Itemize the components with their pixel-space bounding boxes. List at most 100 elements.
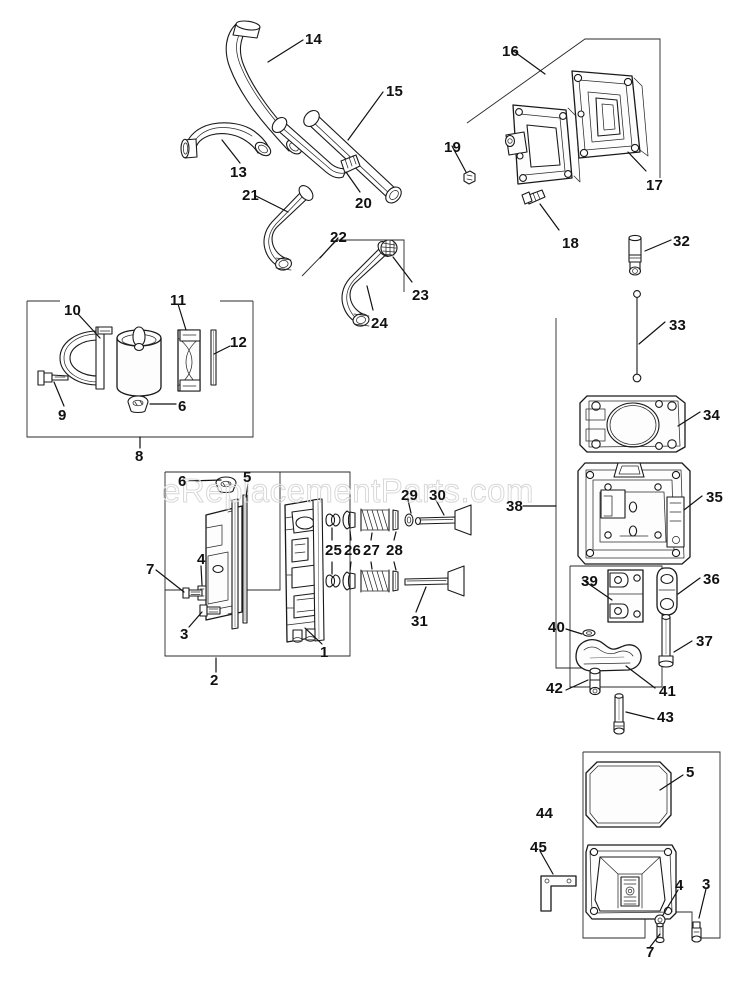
- part-valve-guide-28-top: [392, 509, 399, 531]
- part-bolt-7-lower: [655, 922, 665, 944]
- callout-23: 23: [412, 287, 430, 304]
- callout-35: 35: [706, 489, 724, 506]
- part-rod-33: [632, 290, 642, 383]
- part-valve-spring-27-bot: [360, 569, 390, 593]
- part-bracket-39: [607, 569, 644, 623]
- part-cover-side-rail: [231, 498, 239, 630]
- part-breather-tube-10: [59, 326, 113, 390]
- callout-4-upper: 4: [197, 551, 206, 568]
- part-valve-keeper-25-top: [325, 513, 341, 527]
- callout-26: 26: [344, 542, 362, 559]
- callout-2: 2: [210, 672, 219, 689]
- part-breather-element-11: [116, 326, 162, 404]
- callout-33: 33: [669, 317, 687, 334]
- part-rocker-arm-36: [656, 567, 678, 616]
- part-clamp-23: [380, 239, 398, 257]
- part-gasket-5-upper: [242, 494, 248, 624]
- part-bracket-45: [540, 875, 577, 912]
- part-pivot-42: [589, 667, 601, 696]
- part-spring-retainer-26-top: [342, 510, 356, 530]
- callout-29: 29: [401, 487, 419, 504]
- callout-12: 12: [230, 334, 248, 351]
- callout-41: 41: [659, 683, 677, 700]
- callout-38: 38: [506, 498, 524, 515]
- part-screw-18: [521, 189, 546, 205]
- part-screw-3-lower: [691, 921, 702, 943]
- part-breather-bracket-11: [177, 329, 201, 392]
- callout-45: 45: [530, 839, 548, 856]
- callout-40: 40: [548, 619, 566, 636]
- part-breather-plate-17: [571, 70, 649, 159]
- callout-4-lower: 4: [675, 877, 684, 894]
- group-box-2: [164, 471, 281, 591]
- callout-19: 19: [444, 139, 462, 156]
- part-valve-cover: [585, 844, 677, 920]
- part-breather-cover-16: [504, 104, 581, 185]
- callout-14: 14: [305, 31, 323, 48]
- callout-11: 11: [170, 292, 187, 309]
- part-hose-20: [271, 116, 361, 179]
- part-valve-guide-28-bot: [392, 570, 399, 592]
- part-bolt-37: [658, 614, 674, 668]
- part-fitting-9: [37, 370, 69, 386]
- callout-15: 15: [386, 83, 404, 100]
- callout-39: 39: [581, 573, 599, 590]
- callout-9: 9: [58, 407, 67, 424]
- callout-43: 43: [657, 709, 675, 726]
- part-crankcase-cover-1: [284, 498, 325, 643]
- callout-13: 13: [230, 164, 248, 181]
- part-gasket-34: [579, 395, 686, 453]
- callout-3-upper: 3: [180, 626, 189, 643]
- part-screw-6-cover: [215, 476, 237, 494]
- callout-6-cover: 6: [178, 473, 187, 490]
- callout-37: 37: [696, 633, 714, 650]
- callout-34: 34: [703, 407, 721, 424]
- part-gasket-12: [210, 329, 217, 386]
- callout-28: 28: [386, 542, 404, 559]
- part-washer-40: [582, 629, 596, 637]
- callout-5-lower: 5: [686, 764, 695, 781]
- callout-24: 24: [371, 315, 389, 332]
- callout-1: 1: [320, 644, 329, 661]
- part-cylinder-head-35: [577, 462, 691, 565]
- part-hose-21: [263, 185, 314, 271]
- callout-6-breather: 6: [178, 398, 187, 415]
- group-box-44: [582, 751, 721, 939]
- part-valve-seal-29-top: [404, 513, 414, 527]
- callout-22: 22: [330, 229, 348, 246]
- leader-lines: [53, 39, 707, 948]
- part-rocker-cradle-41: [575, 639, 642, 672]
- callout-42: 42: [546, 680, 564, 697]
- part-screw-6-breather: [127, 395, 149, 414]
- callout-31: 31: [411, 613, 429, 630]
- part-stud-43: [613, 693, 625, 735]
- callout-21: 21: [242, 187, 260, 204]
- part-valve-keeper-25-bot: [325, 574, 341, 588]
- callout-30: 30: [429, 487, 447, 504]
- part-fitting-32: [628, 234, 642, 276]
- callout-7-upper: 7: [146, 561, 155, 578]
- callout-44: 44: [536, 805, 554, 822]
- callout-25: 25: [325, 542, 343, 559]
- group-box-16: [466, 38, 661, 178]
- callout-17: 17: [646, 177, 664, 194]
- callout-20: 20: [355, 195, 373, 212]
- part-bolt-7-upper: [182, 587, 203, 599]
- part-spring-retainer-26-bot: [342, 571, 356, 591]
- part-screw-3-upper: [199, 604, 221, 617]
- callout-18: 18: [562, 235, 580, 252]
- part-exhaust-valve-31: [404, 565, 465, 597]
- callout-5-upper: 5: [243, 469, 252, 486]
- part-intake-valve-30: [414, 504, 472, 536]
- callout-7-lower: 7: [646, 944, 655, 961]
- callout-32: 32: [673, 233, 691, 250]
- callout-8: 8: [135, 448, 144, 465]
- part-valve-spring-27-top: [360, 508, 390, 532]
- callout-10: 10: [64, 302, 82, 319]
- part-hose-13: [180, 122, 272, 159]
- callout-16: 16: [502, 43, 520, 60]
- callout-27: 27: [363, 542, 381, 559]
- group-box-39: [569, 565, 663, 688]
